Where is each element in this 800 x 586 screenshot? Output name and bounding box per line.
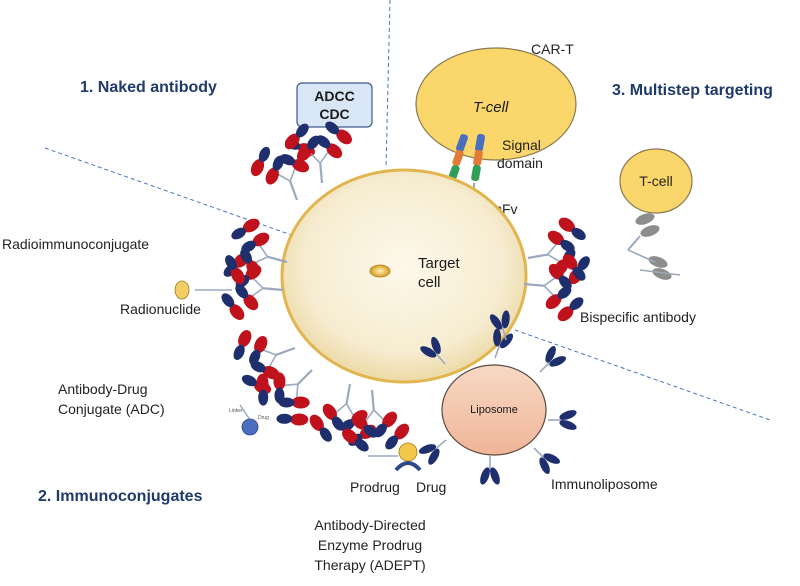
adc-label-2: Conjugate (ADC) bbox=[58, 401, 165, 417]
enzyme-icon bbox=[398, 442, 418, 462]
immunoliposome-label: Immunoliposome bbox=[551, 476, 658, 492]
car-t-title: CAR-T bbox=[531, 41, 574, 57]
prodrug-label: Prodrug bbox=[350, 479, 400, 495]
section-title-multistep-targeting: 3. Multistep targeting bbox=[612, 82, 773, 99]
liposome-core-label: Liposome bbox=[470, 404, 518, 416]
drug-icon bbox=[241, 418, 259, 436]
adc-linker-label: Linker bbox=[229, 408, 243, 414]
signal-domain-label-2: domain bbox=[497, 155, 543, 171]
adept-label-2: Enzyme Prodrug bbox=[318, 537, 422, 553]
bispecific-antibody-label: Bispecific antibody bbox=[580, 309, 696, 325]
car-t-cell-label: T-cell bbox=[473, 99, 509, 116]
prodrug-icon bbox=[394, 461, 422, 472]
target-cell-label-1: Target bbox=[418, 255, 461, 272]
adept-label-3: Therapy (ADEPT) bbox=[314, 557, 425, 573]
adc-drug-label: Drug bbox=[258, 415, 269, 421]
adept-antibody-1 bbox=[301, 376, 388, 454]
radionuclide-icon bbox=[174, 280, 190, 300]
target-cell: Target cell bbox=[280, 168, 528, 384]
mechanism-box: ADCC CDC bbox=[296, 82, 373, 128]
section-title-immunoconjugates: 2. Immunoconjugates bbox=[38, 488, 203, 505]
mechanism-cdc: CDC bbox=[319, 106, 349, 122]
adept-label-1: Antibody-Directed bbox=[314, 517, 425, 533]
signal-domain-label-1: Signal bbox=[502, 137, 541, 153]
target-cell-label-2: cell bbox=[418, 274, 441, 291]
bispecific-t-cell: T-cell bbox=[619, 148, 693, 280]
bispecific-t-cell-label: T-cell bbox=[639, 173, 672, 189]
immunoliposome: Liposome bbox=[414, 307, 579, 487]
radionuclide-label: Radionuclide bbox=[120, 301, 201, 317]
section-title-naked-antibody: 1. Naked antibody bbox=[80, 79, 217, 96]
car-t-cell: CAR-T T-cell Signal domain scFv scFv bbox=[397, 41, 577, 217]
adept-drug-label: Drug bbox=[416, 479, 446, 495]
nucleus-icon bbox=[369, 264, 391, 278]
bispecific-antibody-1 bbox=[520, 209, 598, 296]
radioimmunoconjugate-label: Radioimmunoconjugate bbox=[2, 236, 149, 252]
adc-label-1: Antibody-Drug bbox=[58, 381, 148, 397]
mechanism-adcc: ADCC bbox=[314, 88, 354, 104]
